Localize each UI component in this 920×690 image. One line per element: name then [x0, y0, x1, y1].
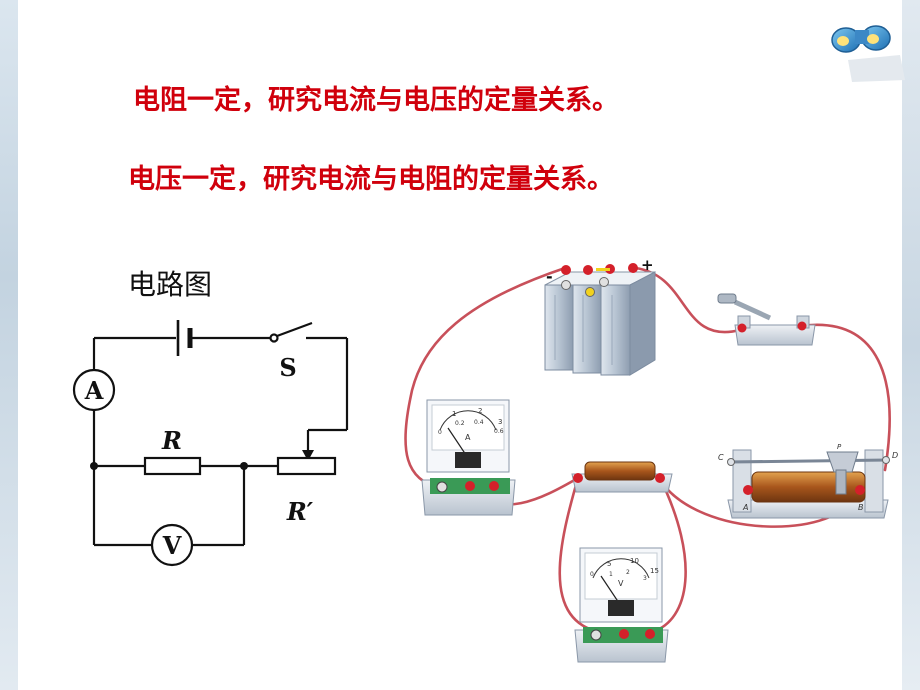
voltmeter-tick-15: 15 [650, 567, 659, 575]
voltmeter-tick-s2: 2 [626, 569, 630, 576]
ammeter-device: 1 2 3 0 0.2 0.4 0.6 A [421, 399, 516, 516]
ammeter-tick-3: 3 [498, 418, 502, 426]
circuit-diagram-title: 电路图 [128, 268, 213, 301]
heading-line-1: 电阻一定，研究电流与电压的定量关系。 [133, 85, 619, 116]
switch-label: S [279, 353, 296, 382]
connecting-wires [404, 266, 891, 634]
ammeter-tick-0: 0 [438, 429, 442, 436]
voltmeter-label: V [162, 531, 182, 560]
ammeter-tick-06: 0.6 [494, 428, 504, 435]
ammeter-label: A [84, 376, 104, 405]
rheostat-label: R′ [286, 497, 314, 526]
ammeter-tick-2: 2 [478, 407, 482, 415]
ammeter-tick-02: 0.2 [455, 420, 465, 427]
voltmeter-tick-10: 10 [630, 557, 639, 565]
binoculars-icon [831, 25, 905, 82]
battery-plus-label: + [641, 256, 654, 274]
rheostat-slider-p: P [837, 443, 842, 451]
resistor-label: R [161, 426, 182, 455]
sliding-rheostat-device: C D P A B [718, 443, 898, 519]
battery-minus-label: - [546, 267, 553, 286]
ammeter-symbol: A [72, 368, 116, 412]
knife-switch [717, 293, 816, 346]
rheostat-terminal-d: D [892, 451, 898, 460]
rheostat-terminal-a: A [742, 503, 748, 512]
rheostat-terminal-b: B [858, 503, 864, 512]
ammeter-tick-1: 1 [452, 410, 456, 418]
circuit-schematic [90, 320, 349, 547]
rheostat-terminal-c: C [718, 453, 724, 462]
heading-line-2: 电压一定，研究电流与电阻的定量关系。 [128, 164, 614, 195]
voltmeter-symbol: V [150, 523, 194, 567]
ammeter-unit: A [465, 433, 471, 442]
voltmeter-tick-s1: 1 [609, 571, 613, 578]
voltmeter-tick-0: 0 [590, 571, 594, 578]
voltmeter-tick-5: 5 [607, 560, 611, 568]
background-right-panel [902, 0, 920, 690]
battery-pack: - + [544, 256, 656, 376]
ammeter-tick-04: 0.4 [474, 419, 484, 426]
voltmeter-unit: V [618, 579, 624, 588]
voltmeter-tick-s3: 3 [643, 575, 647, 582]
fixed-resistor-device [571, 461, 673, 493]
background-left-panel [0, 0, 18, 690]
voltmeter-device: 0 5 10 15 1 2 3 V [574, 547, 669, 663]
